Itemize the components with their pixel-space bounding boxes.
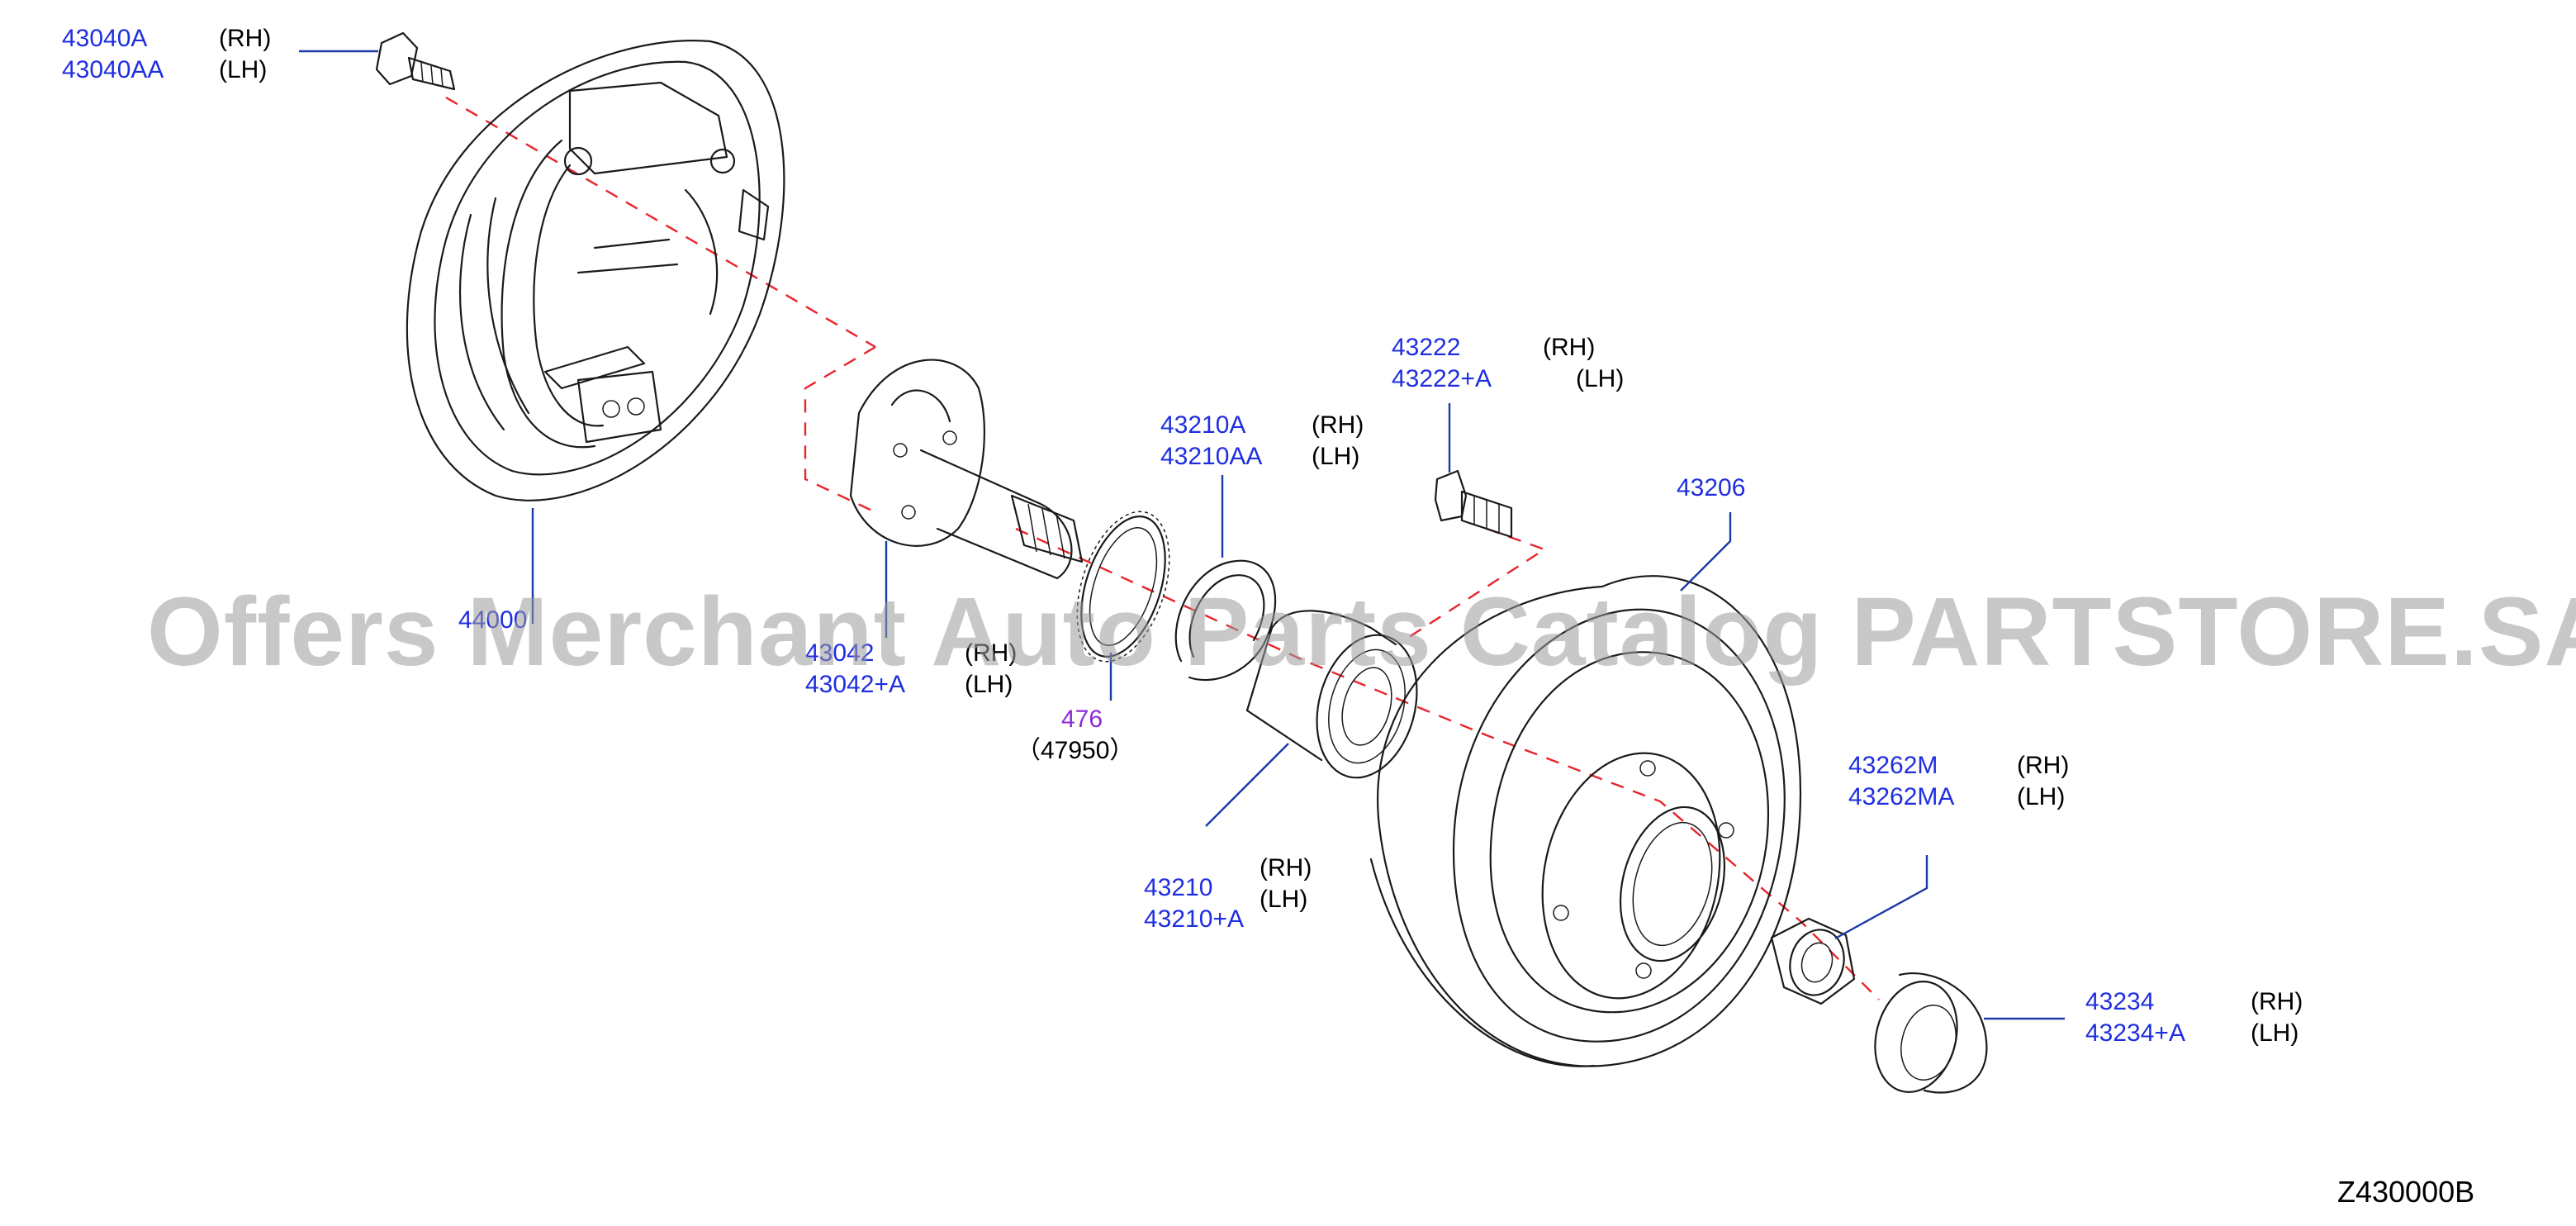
wheel-bearing[interactable] bbox=[1205, 610, 1432, 827]
brake-drum[interactable] bbox=[1369, 512, 1802, 1067]
part-number[interactable]: 43206 bbox=[1677, 474, 1745, 501]
callout-43040[interactable]: 43040A (RH) 43040AA (LH) bbox=[62, 25, 271, 83]
part-number[interactable]: 476 bbox=[1061, 706, 1103, 733]
callout-44000[interactable]: 44000 bbox=[458, 606, 527, 634]
callout-43210a[interactable]: 43210A (RH) 43210AA (LH) bbox=[1160, 411, 1364, 470]
part-number-lh[interactable]: 43040AA bbox=[62, 56, 164, 83]
reference-number: （47950） bbox=[1016, 737, 1134, 764]
part-number-lh[interactable]: 43262MA bbox=[1848, 783, 1954, 810]
part-number-lh[interactable]: 43222+A bbox=[1392, 365, 1492, 392]
abs-sensor-rotor[interactable] bbox=[1060, 500, 1186, 701]
part-number-lh[interactable]: 43210AA bbox=[1160, 443, 1262, 470]
side-label-rh: (RH) bbox=[1543, 334, 1595, 361]
callout-43042[interactable]: 43042 (RH) 43042+A (LH) bbox=[805, 639, 1017, 698]
part-number-rh[interactable]: 43210 bbox=[1144, 874, 1212, 901]
part-number-rh[interactable]: 43042 bbox=[805, 639, 874, 667]
side-label-rh: (RH) bbox=[2251, 988, 2303, 1015]
part-number-lh[interactable]: 43234+A bbox=[2085, 1019, 2185, 1047]
side-label-rh: (RH) bbox=[219, 25, 271, 52]
hub-nut[interactable] bbox=[1770, 855, 1928, 1005]
brake-backing-plate[interactable] bbox=[406, 40, 785, 624]
side-label-lh: (LH) bbox=[2251, 1019, 2298, 1047]
part-number-rh[interactable]: 43234 bbox=[2085, 988, 2154, 1015]
callout-43234[interactable]: 43234 (RH) 43234+A (LH) bbox=[2085, 988, 2303, 1047]
part-number[interactable]: 44000 bbox=[458, 606, 527, 634]
grease-cap[interactable] bbox=[1863, 972, 2065, 1101]
part-number-rh[interactable]: 43040A bbox=[62, 25, 147, 52]
side-label-rh: (RH) bbox=[2017, 752, 2069, 779]
axle-spindle[interactable] bbox=[849, 359, 1084, 638]
wheel-stud[interactable] bbox=[1434, 403, 1513, 539]
part-number-lh[interactable]: 43042+A bbox=[805, 671, 905, 698]
assembly-centerline bbox=[445, 96, 1880, 1000]
watermark-text: Offers Merchant Auto Parts Catalog PARTS… bbox=[147, 577, 2576, 687]
diagram-code: Z430000B bbox=[2337, 1175, 2474, 1209]
side-label-lh: (LH) bbox=[1312, 443, 1359, 470]
callout-43262[interactable]: 43262M (RH) 43262MA (LH) bbox=[1848, 752, 2069, 810]
hub-bolt-43040[interactable] bbox=[299, 31, 456, 91]
side-label-rh: (RH) bbox=[965, 639, 1017, 667]
snap-ring[interactable] bbox=[1174, 475, 1277, 682]
side-label-lh: (LH) bbox=[965, 671, 1013, 698]
callout-476[interactable]: 476 （47950） bbox=[1016, 706, 1134, 764]
side-label-lh: (LH) bbox=[219, 56, 267, 83]
side-label-rh: (RH) bbox=[1312, 411, 1364, 439]
side-label-lh: (LH) bbox=[2017, 783, 2065, 810]
side-label-rh: (RH) bbox=[1260, 854, 1312, 881]
part-number-rh[interactable]: 43262M bbox=[1848, 752, 1938, 779]
callout-43210[interactable]: 43210 (RH) 43210+A (LH) bbox=[1144, 854, 1312, 933]
part-number-rh[interactable]: 43222 bbox=[1392, 334, 1460, 361]
callout-43222[interactable]: 43222 (RH) 43222+A (LH) bbox=[1392, 334, 1624, 392]
part-number-rh[interactable]: 43210A bbox=[1160, 411, 1245, 439]
side-label-lh: (LH) bbox=[1260, 886, 1307, 913]
part-number-lh[interactable]: 43210+A bbox=[1144, 905, 1244, 933]
callout-43206[interactable]: 43206 bbox=[1677, 474, 1745, 501]
side-label-lh: (LH) bbox=[1576, 365, 1624, 392]
